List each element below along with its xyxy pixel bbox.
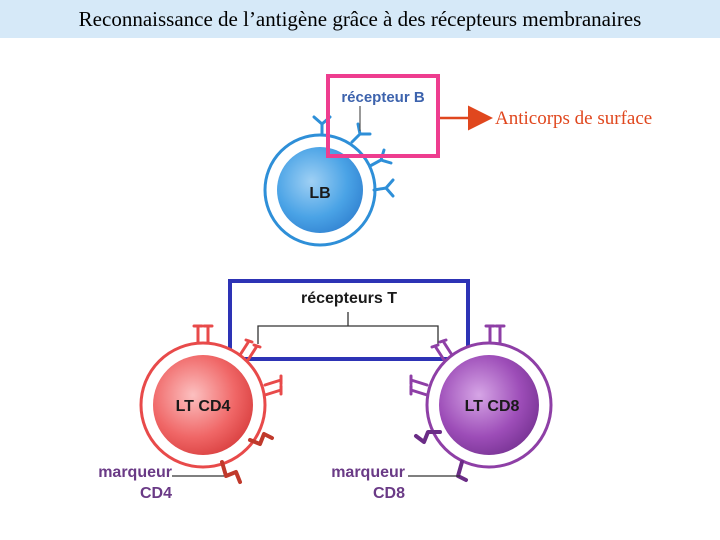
receptors-t-bracket: [257, 312, 439, 344]
lb-nucleus: [277, 147, 363, 233]
receptor-b-highlight-box: [326, 74, 440, 158]
lt-cd4-nucleus: [153, 355, 253, 455]
title-bar: Reconnaissance de l’antigène grâce à des…: [0, 0, 720, 38]
cd4-marker-icon-2: [220, 460, 242, 484]
receptor-b-label: récepteur B: [341, 89, 425, 106]
cd4-marker-icon-1: [248, 432, 274, 446]
marqueur-cd8-label-line2: CD8: [373, 485, 405, 502]
lt-cd8-cell: LT CD8: [425, 341, 553, 469]
cd8-t-receptor-icon-3: [409, 374, 429, 397]
marqueur-cd4-label-line1: marqueur: [98, 464, 172, 481]
b-receptor-icon-2: [350, 122, 372, 144]
cd8-marker-icon-1: [414, 430, 442, 444]
cd4-marker-icons: [220, 432, 274, 484]
lb-cell: LB: [263, 133, 377, 247]
marqueur-cd8-label-line1: marqueur: [331, 464, 405, 481]
lt-cd8-label: LT CD8: [465, 398, 520, 415]
cd8-t-receptor-icon-1: [484, 324, 506, 345]
cd8-t-receptor-icon-2: [430, 338, 454, 362]
cd4-t-receptor-icon-2: [238, 338, 262, 362]
b-receptor-icon-4: [372, 178, 395, 198]
receptors-t-label: récepteurs T: [301, 290, 397, 307]
cd4-t-receptor-icon-3: [263, 374, 283, 397]
marqueur-cd4-label-line2: CD4: [140, 485, 172, 502]
lt-cd4-cell: LT CD4: [139, 341, 267, 469]
lt-cd4-label: LT CD4: [176, 398, 231, 415]
lt-cd8-nucleus: [439, 355, 539, 455]
anticorps-label: Anticorps de surface: [495, 108, 652, 129]
lb-label: LB: [309, 185, 330, 202]
cd8-t-receptor-icons: [409, 324, 506, 397]
receptors-t-highlight-box: [228, 279, 470, 361]
cd4-t-receptor-icons: [192, 324, 283, 397]
cd4-t-receptor-icon-1: [192, 324, 214, 345]
cd8-marker-icon-2: [456, 460, 468, 482]
slide-title: Reconnaissance de l’antigène grâce à des…: [78, 6, 642, 31]
